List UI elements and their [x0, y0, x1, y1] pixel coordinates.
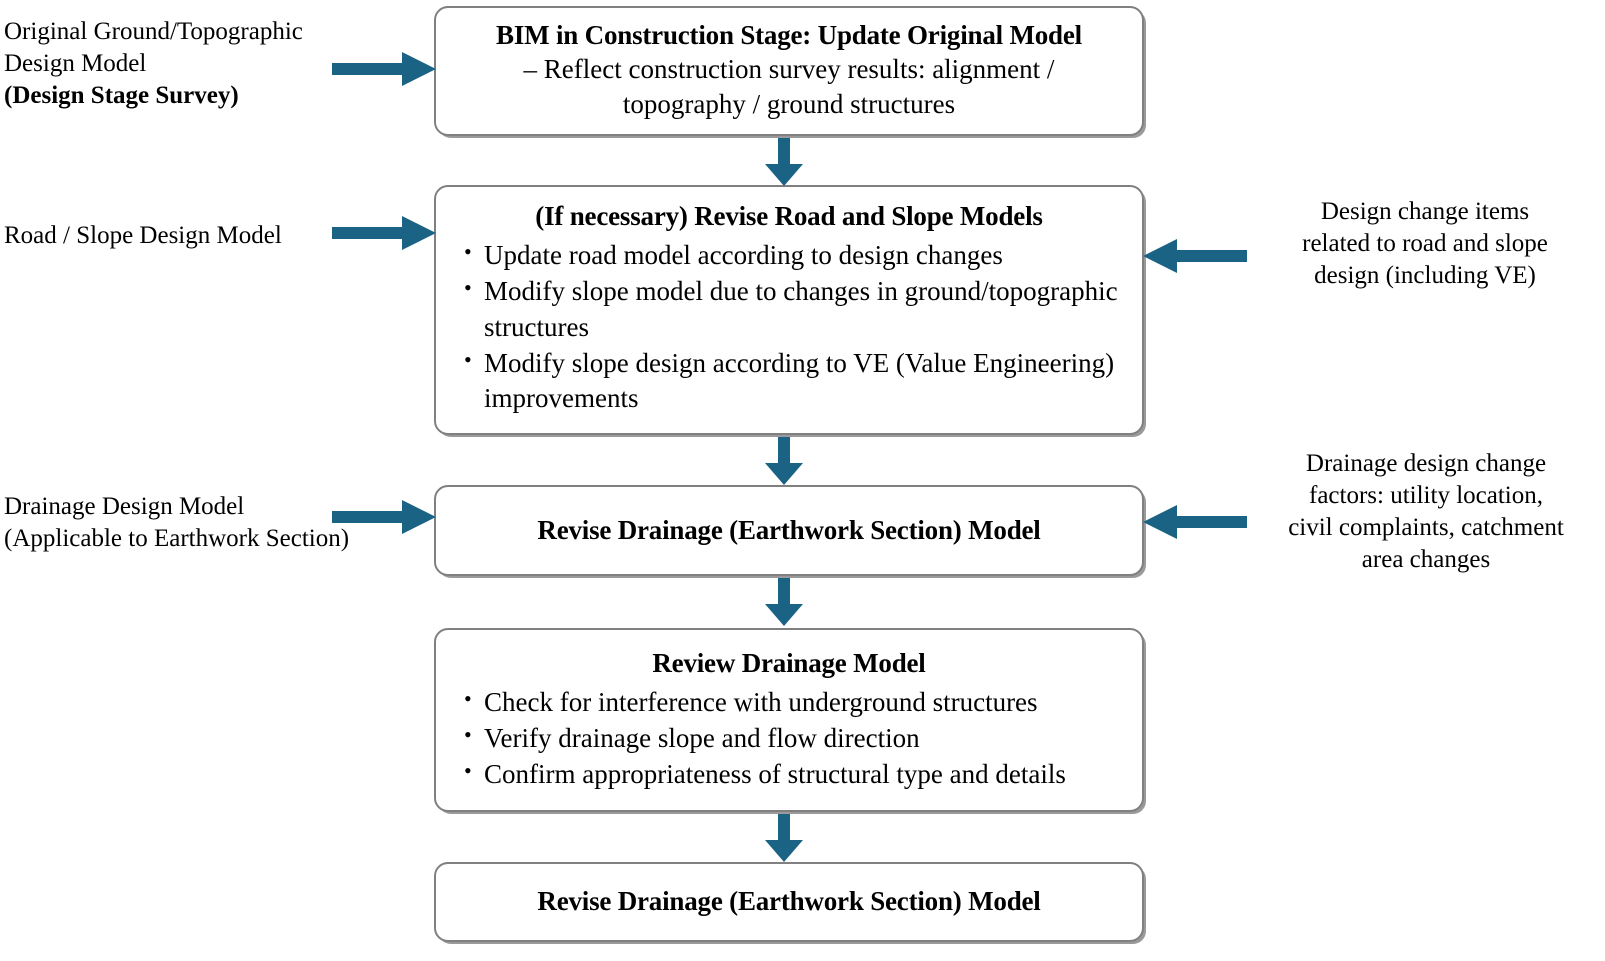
input-line: Design Model	[4, 50, 147, 77]
process-box-review-drainage[interactable]: Review Drainage Model Check for interfer…	[434, 628, 1144, 812]
input-line: Design change items	[1320, 198, 1530, 225]
input-line: area changes	[1361, 546, 1491, 573]
input-line: Drainage design change	[1305, 450, 1547, 477]
input-line: (Applicable to Earthwork Section)	[4, 525, 350, 552]
box-subtitle: – Reflect construction survey results: a…	[523, 53, 1055, 119]
process-box-revise-drainage-first[interactable]: Revise Drainage (Earthwork Section) Mode…	[434, 485, 1144, 576]
input-line: Drainage Design Model	[4, 493, 245, 520]
arrow-in-original-model	[332, 52, 436, 86]
arrow-flow-4-to-5	[765, 814, 803, 862]
input-label-road-slope-model: Road / Slope Design Model	[4, 220, 334, 252]
input-line: related to road and slope	[1302, 230, 1548, 257]
process-box-update-original-model[interactable]: BIM in Construction Stage: Update Origin…	[434, 6, 1144, 136]
arrow-flow-1-to-2	[765, 138, 803, 186]
input-line: factors: utility location,	[1309, 482, 1543, 509]
input-label-design-change-items: Design change items related to road and …	[1250, 196, 1600, 292]
input-line: (Design Stage Survey)	[4, 82, 239, 109]
box-title: Review Drainage Model	[652, 648, 926, 678]
box-bullet-list: Update road model according to design ch…	[436, 237, 1142, 418]
input-label-drainage-change-factors: Drainage design change factors: utility …	[1248, 448, 1604, 576]
box-title: (If necessary) Revise Road and Slope Mod…	[535, 201, 1043, 231]
bullet-item: Update road model according to design ch…	[462, 237, 1128, 274]
arrow-in-drainage-design	[332, 500, 436, 534]
bullet-item: Modify slope design according to VE (Val…	[462, 345, 1128, 418]
input-line: civil complaints, catchment	[1288, 514, 1564, 541]
box-bullet-list: Check for interference with underground …	[436, 684, 1142, 793]
input-label-drainage-design-model: Drainage Design Model (Applicable to Ear…	[4, 491, 394, 555]
box-title: Revise Drainage (Earthwork Section) Mode…	[537, 514, 1041, 545]
input-line: design (including VE)	[1314, 262, 1536, 289]
input-line: Road / Slope Design Model	[4, 222, 282, 249]
process-box-revise-drainage-second[interactable]: Revise Drainage (Earthwork Section) Mode…	[434, 862, 1144, 942]
process-box-revise-road-slope[interactable]: (If necessary) Revise Road and Slope Mod…	[434, 185, 1144, 435]
input-line: Original Ground/Topographic	[4, 18, 303, 45]
box-title: BIM in Construction Stage: Update Origin…	[496, 19, 1082, 50]
arrow-in-design-change-items	[1143, 239, 1247, 273]
arrow-flow-3-to-4	[765, 578, 803, 626]
arrow-flow-2-to-3	[765, 437, 803, 485]
bullet-item: Confirm appropriateness of structural ty…	[462, 756, 1128, 793]
bullet-item: Modify slope model due to changes in gro…	[462, 273, 1128, 346]
arrow-in-road-slope	[332, 216, 436, 250]
bullet-item: Check for interference with underground …	[462, 684, 1128, 721]
arrow-in-drainage-change-factors	[1143, 505, 1247, 539]
box-title: Revise Drainage (Earthwork Section) Mode…	[537, 886, 1041, 917]
input-label-original-ground-model: Original Ground/Topographic Design Model…	[4, 16, 334, 112]
bullet-item: Verify drainage slope and flow direction	[462, 720, 1128, 757]
